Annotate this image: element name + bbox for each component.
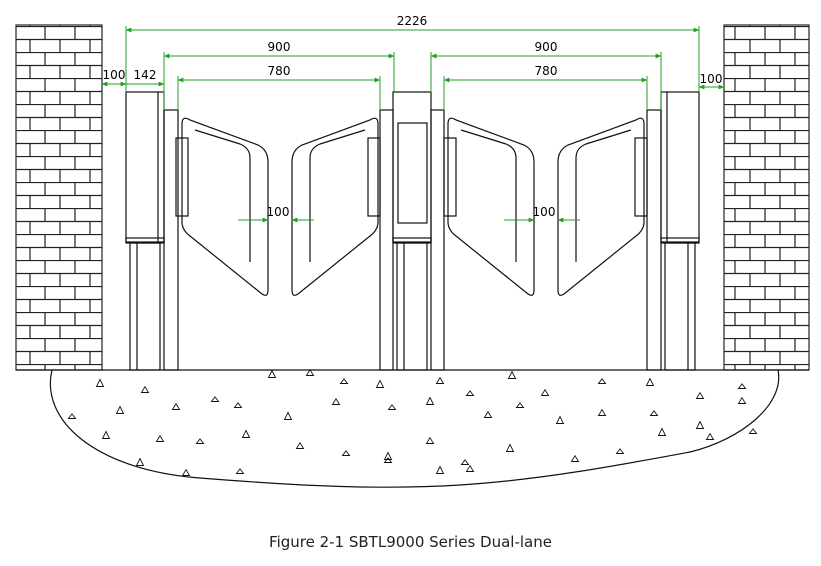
aggregate-mark (505, 443, 515, 452)
aggregate-mark (515, 402, 525, 408)
aggregate-mark (101, 430, 111, 439)
aggregate-mark (331, 397, 341, 405)
dim-wing-gap-left: 100 (267, 205, 290, 219)
aggregate-mark (737, 396, 747, 404)
aggregate-mark (383, 451, 393, 460)
aggregate-mark (181, 468, 191, 476)
aggregate-mark (171, 402, 181, 410)
aggregate-mark (155, 434, 165, 442)
aggregate-mark (507, 370, 517, 379)
aggregate-mark (597, 378, 607, 384)
aggregate-mark (115, 405, 125, 414)
aggregate-mark (570, 454, 580, 462)
aggregate-mark (195, 438, 205, 444)
aggregate-mark (135, 457, 145, 466)
wing-left-lane-right (447, 117, 535, 296)
aggregate-mark (387, 404, 397, 410)
aggregate-mark (483, 410, 493, 418)
aggregate-mark (383, 457, 393, 463)
aggregate-mark (465, 464, 475, 472)
aggregate-mark (233, 402, 243, 408)
floor-foundation (16, 369, 809, 488)
aggregate-mark (460, 459, 470, 465)
aggregate-mark (748, 428, 758, 434)
aggregate-mark (695, 391, 705, 399)
dim-cabinet-width-left: 142 (134, 68, 157, 82)
dim-lane-left-inner: 780 (268, 64, 291, 78)
dim-lane-left-outer: 900 (268, 40, 291, 54)
left-cabinet (125, 91, 189, 371)
right-cabinet (634, 91, 700, 371)
aggregate-mark (241, 429, 251, 438)
left-brick-wall (15, 24, 103, 371)
aggregate-mark (95, 378, 105, 387)
aggregate-mark (375, 379, 385, 388)
wing-left-lane-left (181, 117, 269, 296)
wing-right-lane-left (291, 117, 379, 296)
aggregate-mark (339, 378, 349, 384)
aggregate-mark (465, 390, 475, 396)
aggregate-mark (649, 410, 659, 416)
aggregate-mark (737, 383, 747, 389)
aggregate-mark (705, 432, 715, 440)
aggregate-mark (235, 468, 245, 474)
dim-wing-gap-right: 100 (533, 205, 556, 219)
aggregate-mark (695, 420, 705, 429)
aggregate-mark (67, 413, 77, 419)
aggregate-mark (657, 427, 667, 436)
aggregate-mark (435, 465, 445, 474)
aggregate-mark (555, 415, 565, 424)
dim-lane-right-inner: 780 (535, 64, 558, 78)
aggregate-mark (341, 450, 351, 456)
aggregate-mark (615, 448, 625, 454)
dim-lane-right-outer: 900 (535, 40, 558, 54)
aggregate-mark (283, 411, 293, 420)
aggregate-mark (425, 396, 435, 405)
dim-overall: 2226 (397, 14, 428, 28)
dimension-lines (101, 26, 725, 223)
aggregate-mark (305, 368, 315, 376)
wing-right-lane-right (557, 117, 645, 296)
center-cabinet (367, 91, 457, 371)
right-brick-wall (723, 24, 810, 371)
dim-wall-gap-right: 100 (700, 72, 723, 86)
aggregate-mark (597, 408, 607, 416)
aggregate-mark (140, 385, 150, 393)
aggregate-mark (295, 441, 305, 449)
aggregate-mark (435, 376, 445, 384)
aggregate-mark (210, 396, 220, 402)
aggregate-mark (645, 377, 655, 386)
aggregate-mark (540, 388, 550, 396)
foundation-aggregate (67, 368, 758, 476)
dim-wall-gap-left: 100 (103, 68, 126, 82)
aggregate-mark (267, 369, 277, 378)
figure-caption: Figure 2-1 SBTL9000 Series Dual-lane (269, 533, 552, 551)
aggregate-mark (425, 436, 435, 444)
